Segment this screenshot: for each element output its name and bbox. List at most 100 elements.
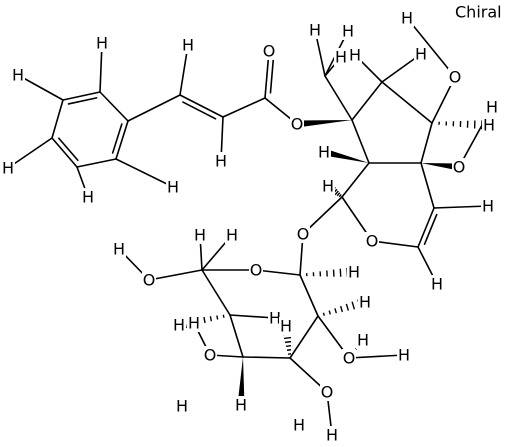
atom-o6: O: [366, 232, 379, 251]
atom-o9: O: [204, 346, 217, 365]
atom-h23: H: [348, 263, 360, 282]
atom-h8: H: [342, 22, 354, 41]
atom-bg-h21: [193, 226, 207, 244]
atom-bg-h12: [414, 45, 428, 63]
atom-bg-o11: [320, 383, 334, 401]
wedge-bond-23: [296, 120, 352, 128]
bond-17: [182, 101, 217, 120]
atom-bg-h18: [481, 197, 495, 215]
atom-bg-h10: [334, 48, 348, 66]
atom-o2: O: [263, 42, 276, 61]
atom-h29: H: [293, 416, 305, 435]
atom-h19: H: [431, 275, 443, 294]
atom-h27: H: [235, 396, 247, 415]
hash-bond-57: [322, 299, 362, 316]
bond-37: [406, 17, 456, 78]
atom-h33: H: [280, 317, 292, 336]
bond-1: [67, 97, 98, 105]
bond-72: [148, 269, 203, 281]
bond-28: [351, 81, 383, 121]
atom-bg-o7: [142, 271, 156, 289]
atom-h18: H: [482, 197, 494, 216]
bond-2: [51, 99, 64, 139]
atom-h10: H: [335, 48, 347, 67]
bond-14: [127, 94, 181, 122]
bond-21: [269, 56, 275, 94]
bond-13: [115, 158, 174, 188]
atom-bg-o2: [262, 42, 276, 60]
atom-bg-h8: [341, 22, 355, 40]
atom-o3: O: [449, 68, 462, 87]
bond-34: [420, 122, 433, 164]
atom-bg-o3: [448, 68, 462, 86]
atom-bg-o10: [342, 349, 356, 367]
atom-h31: H: [269, 309, 281, 328]
atom-h30: H: [326, 426, 338, 445]
bond-59: [348, 354, 405, 359]
atom-o8: O: [250, 261, 263, 280]
bond-11: [7, 137, 53, 169]
atom-h26: H: [176, 397, 188, 416]
atom-bg-h5: [166, 178, 180, 196]
atom-bg-o9: [203, 346, 217, 364]
bond-7: [111, 123, 123, 154]
atom-bg-h20: [112, 240, 126, 258]
bond-55: [201, 269, 231, 316]
atom-h3: H: [2, 159, 14, 178]
bond-16: [179, 94, 224, 118]
bond-layer: [7, 17, 493, 436]
atom-o5: O: [297, 225, 310, 244]
atom-h24: H: [359, 293, 371, 312]
atom-o10: O: [343, 349, 356, 368]
wedge-bond-39: [421, 163, 460, 171]
atom-bg-h2: [11, 66, 25, 84]
atom-h14: H: [483, 116, 495, 135]
atom-bg-h6: [181, 36, 195, 54]
atom-h16: H: [318, 143, 330, 162]
atom-bg-h31: [268, 309, 282, 327]
bond-47: [420, 162, 435, 209]
atom-o4: O: [453, 158, 466, 177]
bond-41: [341, 162, 370, 198]
atom-bg-h27: [234, 396, 248, 414]
bond-0: [62, 91, 101, 101]
atom-bg-h24: [358, 293, 372, 311]
bond-74: [229, 314, 276, 319]
bond-24: [324, 75, 353, 121]
atom-h11: H: [349, 46, 361, 65]
atom-o1: O: [291, 115, 304, 134]
bond-56: [299, 274, 319, 317]
atom-h6: H: [182, 36, 194, 55]
atom-bg-h14: [482, 116, 496, 134]
atom-bg-h28: [397, 346, 411, 364]
bond-44: [371, 240, 419, 248]
atom-bg-o1: [290, 115, 304, 133]
atom-bg-h1: [95, 34, 109, 52]
bond-64: [242, 356, 291, 359]
bond-19: [222, 97, 266, 118]
atom-o11: O: [321, 383, 334, 402]
bond-31: [381, 81, 433, 124]
atom-h20: H: [113, 240, 125, 259]
atom-bg-h16: [317, 143, 331, 161]
bond-8: [99, 91, 129, 122]
bond-35: [351, 119, 370, 164]
atom-bg-o4: [452, 158, 466, 176]
bond-45: [417, 207, 435, 248]
atom-h1: H: [96, 34, 108, 53]
atom-bg-h29: [292, 416, 306, 434]
atom-h15: H: [486, 98, 498, 117]
atom-bg-h3: [1, 159, 15, 177]
bond-48: [433, 205, 489, 209]
bond-3: [51, 137, 78, 168]
hash-bond-33: [438, 120, 483, 130]
atom-bg-h17: [321, 177, 335, 195]
atom-bg-h33: [279, 317, 293, 335]
hash-bond-52: [305, 267, 349, 277]
atom-h2: H: [12, 66, 24, 85]
bond-53: [255, 269, 301, 276]
atom-bg-h26: [175, 397, 189, 415]
